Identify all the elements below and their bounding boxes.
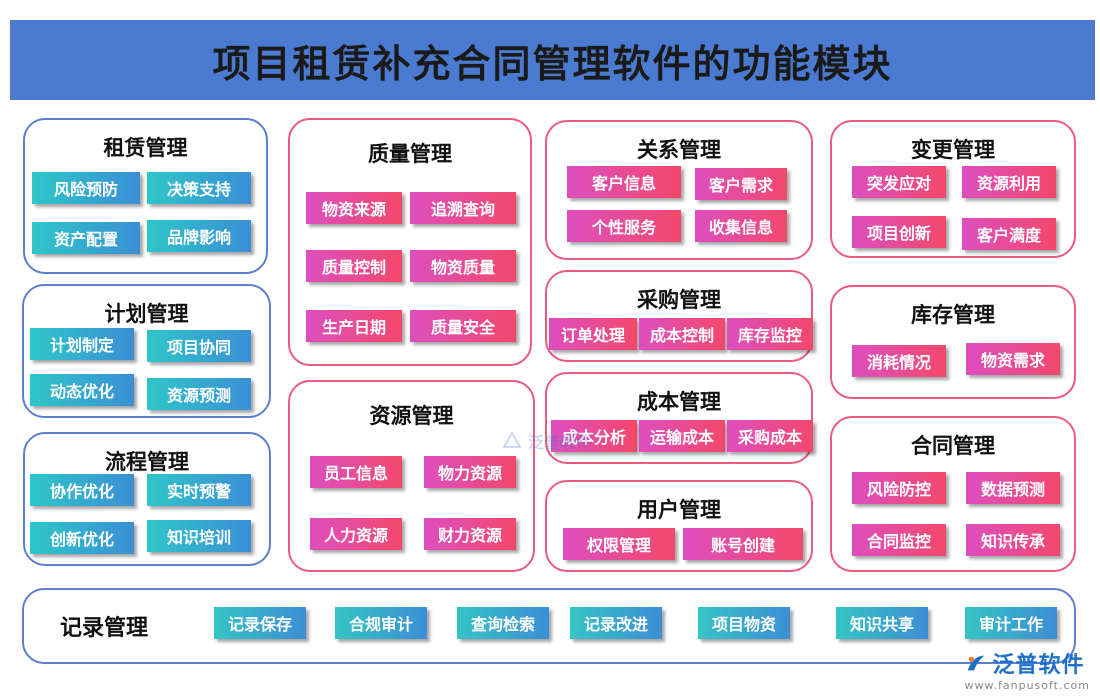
brand-logo-icon	[502, 430, 522, 448]
tag-item[interactable]: 品牌影响	[147, 220, 251, 252]
tag-item[interactable]: 员工信息	[310, 456, 402, 488]
panel-resource: 资源管理 员工信息 物力资源 人力资源 财力资源	[288, 380, 535, 572]
tag-item[interactable]: 项目协同	[147, 330, 251, 362]
tag-item[interactable]: 账号创建	[683, 528, 803, 560]
tag-item[interactable]: 客户满度	[962, 218, 1056, 250]
tag-item[interactable]: 决策支持	[147, 172, 251, 204]
tag-item[interactable]: 实时预警	[147, 474, 251, 506]
panel-change: 变更管理 突发应对 资源利用 项目创新 客户满度	[830, 120, 1076, 258]
tag-item[interactable]: 权限管理	[563, 528, 675, 560]
tag-item[interactable]: 运输成本	[639, 420, 725, 452]
brand-url: www.fanpusoft.com	[964, 679, 1090, 692]
tag-item[interactable]: 成本分析	[551, 420, 637, 452]
panel-plan: 计划管理 计划制定 项目协同 动态优化 资源预测	[22, 284, 271, 418]
tag-item[interactable]: 成本控制	[639, 318, 725, 350]
tag-item[interactable]: 质量控制	[306, 250, 402, 282]
tag-item[interactable]: 知识培训	[147, 520, 251, 552]
tag-item[interactable]: 资源预测	[147, 378, 251, 410]
tag-item[interactable]: 生产日期	[306, 310, 402, 342]
tag-item[interactable]: 财力资源	[424, 518, 516, 550]
panel-lease: 租赁管理 风险预防 决策支持 资产配置 品牌影响	[23, 118, 268, 274]
panel-title: 资源管理	[369, 404, 454, 428]
tag-item[interactable]: 项目创新	[852, 216, 946, 248]
tag-item[interactable]: 协作优化	[30, 474, 134, 506]
tag-item[interactable]: 动态优化	[30, 374, 134, 406]
panel-title: 合同管理	[911, 434, 995, 458]
tag-item[interactable]: 记录改进	[570, 607, 662, 639]
panel-user: 用户管理 权限管理 账号创建	[545, 480, 813, 572]
tag-item[interactable]: 合规审计	[335, 607, 427, 639]
tag-item[interactable]: 订单处理	[549, 318, 637, 350]
panel-title: 质量管理	[368, 142, 452, 166]
tag-item[interactable]: 采购成本	[727, 420, 813, 452]
panel-relation: 关系管理 客户信息 客户需求 个性服务 收集信息	[545, 120, 813, 260]
tag-item[interactable]: 物资来源	[306, 192, 402, 224]
panel-title: 用户管理	[637, 498, 721, 522]
panel-title: 变更管理	[911, 138, 995, 162]
tag-item[interactable]: 资产配置	[32, 222, 140, 254]
tag-item[interactable]: 客户需求	[695, 168, 787, 200]
panel-title: 采购管理	[637, 288, 721, 312]
tag-item[interactable]: 人力资源	[310, 518, 402, 550]
tag-item[interactable]: 数据预测	[966, 472, 1060, 504]
tag-item[interactable]: 审计工作	[965, 607, 1057, 639]
tag-item[interactable]: 资源利用	[962, 166, 1056, 198]
tag-item[interactable]: 追溯查询	[410, 192, 516, 224]
panel-title: 关系管理	[637, 138, 721, 162]
title-banner: 项目租赁补充合同管理软件的功能模块	[10, 20, 1095, 100]
panel-cost: 成本管理 成本分析 运输成本 采购成本	[545, 372, 813, 464]
panel-title: 租赁管理	[103, 136, 188, 160]
tag-item[interactable]: 物力资源	[424, 456, 516, 488]
page-title: 项目租赁补充合同管理软件的功能模块	[212, 41, 893, 86]
tag-item[interactable]: 物资质量	[410, 250, 516, 282]
tag-item[interactable]: 风险防控	[852, 472, 946, 504]
panel-title: 计划管理	[104, 302, 189, 326]
tag-item[interactable]: 消耗情况	[852, 345, 946, 377]
panel-contract: 合同管理 风险防控 数据预测 合同监控 知识传承	[830, 416, 1076, 572]
tag-item[interactable]: 合同监控	[852, 524, 946, 556]
tag-item[interactable]: 客户信息	[567, 166, 681, 198]
tag-item[interactable]: 查询检索	[457, 607, 549, 639]
watermark: 泛普软件	[500, 425, 620, 457]
tag-item[interactable]: 物资需求	[966, 343, 1060, 375]
brand-logo: 泛普软件 www.fanpusoft.com	[965, 647, 1090, 692]
panel-quality: 质量管理 物资来源 追溯查询 质量控制 物资质量 生产日期 质量安全	[288, 118, 532, 366]
panel-title: 记录管理	[60, 616, 149, 641]
brand-logo-icon	[967, 655, 984, 671]
panel-title: 流程管理	[105, 450, 189, 474]
panel-process: 流程管理 协作优化 实时预警 创新优化 知识培训	[23, 432, 271, 566]
tag-item[interactable]: 计划制定	[30, 328, 134, 360]
tag-item[interactable]: 记录保存	[214, 607, 306, 639]
panel-inventory: 库存管理 消耗情况 物资需求	[830, 285, 1076, 399]
tag-item[interactable]: 个性服务	[567, 210, 681, 242]
tag-item[interactable]: 库存监控	[727, 318, 813, 350]
tag-item[interactable]: 收集信息	[695, 210, 787, 242]
watermark-text: 泛普软件	[528, 433, 593, 452]
panel-purchase: 采购管理 订单处理 成本控制 库存监控	[545, 270, 813, 362]
panel-title: 库存管理	[911, 303, 995, 327]
tag-item[interactable]: 质量安全	[410, 310, 516, 342]
tag-item[interactable]: 风险预防	[32, 172, 140, 204]
tag-item[interactable]: 项目物资	[698, 607, 790, 639]
panel-title: 成本管理	[637, 390, 721, 414]
tag-item[interactable]: 创新优化	[30, 522, 134, 554]
tag-item[interactable]: 突发应对	[852, 166, 946, 198]
tag-item[interactable]: 知识传承	[966, 524, 1060, 556]
brand-name: 泛普软件	[992, 653, 1085, 678]
tag-item[interactable]: 知识共享	[836, 607, 928, 639]
